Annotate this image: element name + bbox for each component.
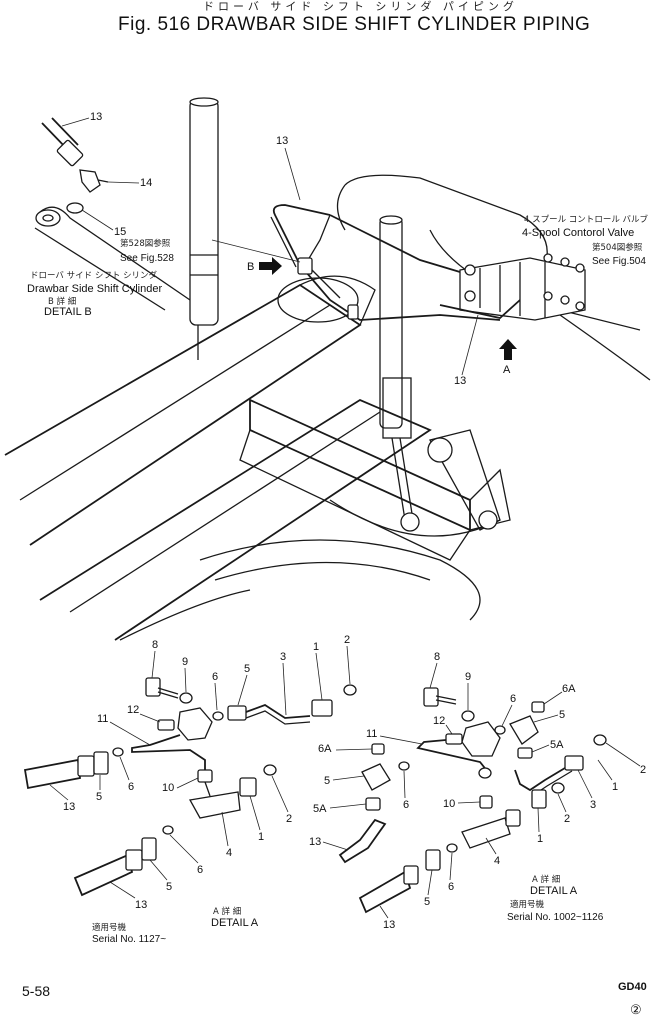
page-number: 5-58 (22, 983, 50, 999)
detail-b: 13 14 15 第528図参照 See Fig.528 ドローバ サイド シフ… (27, 111, 191, 318)
callout-6-right-c: 6 (448, 881, 454, 893)
callout-5-right-c: 5 (424, 896, 430, 908)
callout-8-right: 8 (434, 651, 440, 663)
callout-5a-right-b: 5A (313, 803, 327, 815)
callout-12-left: 12 (127, 704, 139, 716)
callout-1-right-a: 1 (612, 781, 618, 793)
arrow-a-icon (499, 339, 517, 360)
callout-6-left-a: 6 (212, 671, 218, 683)
callout-2-right-b: 2 (564, 813, 570, 825)
detail-b-detail: DETAIL B (44, 306, 92, 318)
callout-1-right-b: 1 (537, 833, 543, 845)
callout-5a-right-a: 5A (550, 739, 564, 751)
callout-5-right-b: 5 (324, 775, 330, 787)
callout-13-left-b: 13 (135, 899, 147, 911)
callout-8-left: 8 (152, 639, 158, 651)
main-assembly-drawing: B A 13 13 (4, 97, 651, 641)
callout-13-right-a: 13 (309, 836, 321, 848)
callout-6-right-a: 6 (510, 693, 516, 705)
callout-12-right: 12 (433, 715, 445, 727)
callout-4-left: 4 (226, 847, 232, 859)
callout-13-right-b: 13 (383, 919, 395, 931)
arrow-a-label: A (503, 364, 511, 376)
detail-b-ref: See Fig.528 (120, 253, 174, 264)
callout-3-right: 3 (590, 799, 596, 811)
detail-a-left-detail: DETAIL A (211, 917, 259, 929)
callout-14: 14 (140, 177, 152, 189)
valve-ref-jp: 第504図参照 (592, 242, 643, 253)
detail-a-right-serial: Serial No. 1002~1126 (507, 912, 604, 923)
callout-6-left-c: 6 (197, 864, 203, 876)
detail-b-label: Drawbar Side Shift Cylinder (27, 283, 162, 295)
detail-a-left-detail-jp: A 詳 細 (213, 906, 241, 917)
sheet-mark: ② (630, 1002, 642, 1016)
callout-10-left: 10 (162, 782, 174, 794)
callout-5-right-a: 5 (559, 709, 565, 721)
page-title: Fig. 516 DRAWBAR SIDE SHIFT CYLINDER PIP… (118, 14, 590, 35)
callout-5-left-b: 5 (96, 791, 102, 803)
callout-10-right: 10 (443, 798, 455, 810)
callout-15: 15 (114, 226, 126, 238)
title-japanese: ドローバ サイド シフト シリンダ パイピング (203, 0, 518, 13)
callout-11-left: 11 (97, 713, 108, 725)
callout-9-left: 9 (182, 656, 188, 668)
detail-a-left-serial: Serial No. 1127~ (92, 934, 166, 945)
arrow-b-icon (259, 257, 282, 275)
detail-a-right-detail-jp: A 詳 細 (532, 874, 560, 885)
detail-a-right-serial-jp: 適用号機 (510, 899, 545, 910)
detail-a-left: 8 9 6 5 3 1 2 12 11 10 5 6 13 1 2 4 6 5 (23, 634, 357, 945)
callout-2-left-a: 2 (344, 634, 350, 646)
detail-b-label-jp: ドローバ サイド シフト シリンダ (30, 270, 158, 281)
arrow-b-label: B (247, 261, 254, 273)
callout-4-right: 4 (494, 855, 500, 867)
callout-5-left-a: 5 (244, 663, 250, 675)
callout-13-right: 13 (454, 375, 466, 387)
callout-13-top: 13 (276, 135, 288, 147)
callout-1-left-a: 1 (313, 641, 319, 653)
callout-6a-right-b: 6A (318, 743, 332, 755)
callout-5-left-c: 5 (166, 881, 172, 893)
valve-label-jp: 4 スプール コントロール バルブ (524, 214, 649, 225)
callout-1-left-b: 1 (258, 831, 264, 843)
callout-11-right: 11 (366, 728, 377, 740)
detail-a-right: 8 9 6 6A 5 12 11 5A 6A 5 6 10 5A 3 1 2 2… (309, 651, 646, 931)
callout-6-left-b: 6 (128, 781, 134, 793)
callout-13-detail-b: 13 (90, 111, 102, 123)
callout-6a-right-a: 6A (562, 683, 576, 695)
callout-6-right-b: 6 (403, 799, 409, 811)
valve-ref: See Fig.504 (592, 256, 646, 267)
model-code: GD40 (618, 981, 647, 993)
callout-9-right: 9 (465, 671, 471, 683)
callout-3-left: 3 (280, 651, 286, 663)
detail-b-ref-jp: 第528図参照 (120, 238, 171, 249)
callout-2-left-b: 2 (286, 813, 292, 825)
callout-13-left-a: 13 (63, 801, 75, 813)
valve-label: 4-Spool Contorol Valve (522, 227, 634, 239)
detail-a-right-detail: DETAIL A (530, 885, 578, 897)
callout-2-right-a: 2 (640, 764, 646, 776)
detail-a-left-serial-jp: 適用号機 (92, 922, 127, 933)
detail-b-detail-jp: B 詳 細 (48, 296, 76, 307)
